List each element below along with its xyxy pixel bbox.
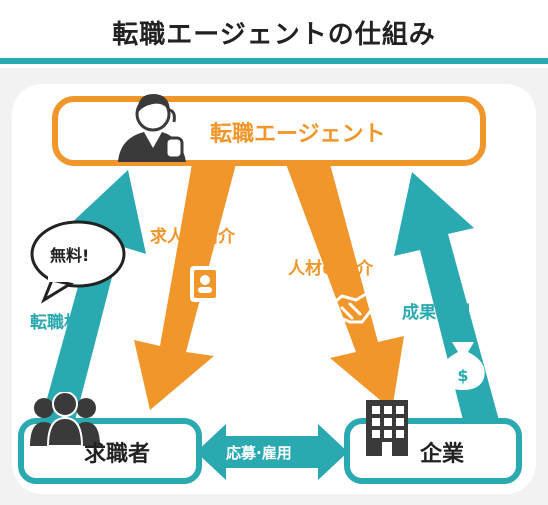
title-divider xyxy=(0,58,548,64)
consult-arrow xyxy=(40,170,146,432)
building-icon xyxy=(366,400,408,456)
candidate-intro-label: 人材の紹介 xyxy=(288,259,373,279)
candidate-intro-arrow xyxy=(286,164,404,410)
svg-text:$: $ xyxy=(457,366,468,385)
page-title: 転職エージェントの仕組み xyxy=(112,20,436,50)
apply-hire-label: 応募·雇用 xyxy=(226,444,292,462)
apply-hire-arrow xyxy=(196,424,348,480)
title-band: 転職エージェントの仕組み xyxy=(0,0,548,68)
job-intro-label: 求人の紹介 xyxy=(150,227,235,247)
people-icon xyxy=(30,392,100,446)
free-bubble-label: 無料! xyxy=(50,246,90,265)
agent-label: 転職エージェント xyxy=(210,122,386,147)
reward-label: 成果報酬 xyxy=(402,303,470,323)
free-bubble xyxy=(30,220,126,304)
agent-person-icon xyxy=(118,94,186,162)
handshake-icon xyxy=(328,292,378,324)
notebook-icon xyxy=(190,266,223,302)
consult-label: 転職相談 xyxy=(30,313,98,333)
money-bag-icon: $ xyxy=(441,342,485,390)
job-seeker-label: 求職者 xyxy=(84,442,151,467)
company-label: 企業 xyxy=(420,442,465,467)
job-intro-arrow xyxy=(134,164,236,410)
